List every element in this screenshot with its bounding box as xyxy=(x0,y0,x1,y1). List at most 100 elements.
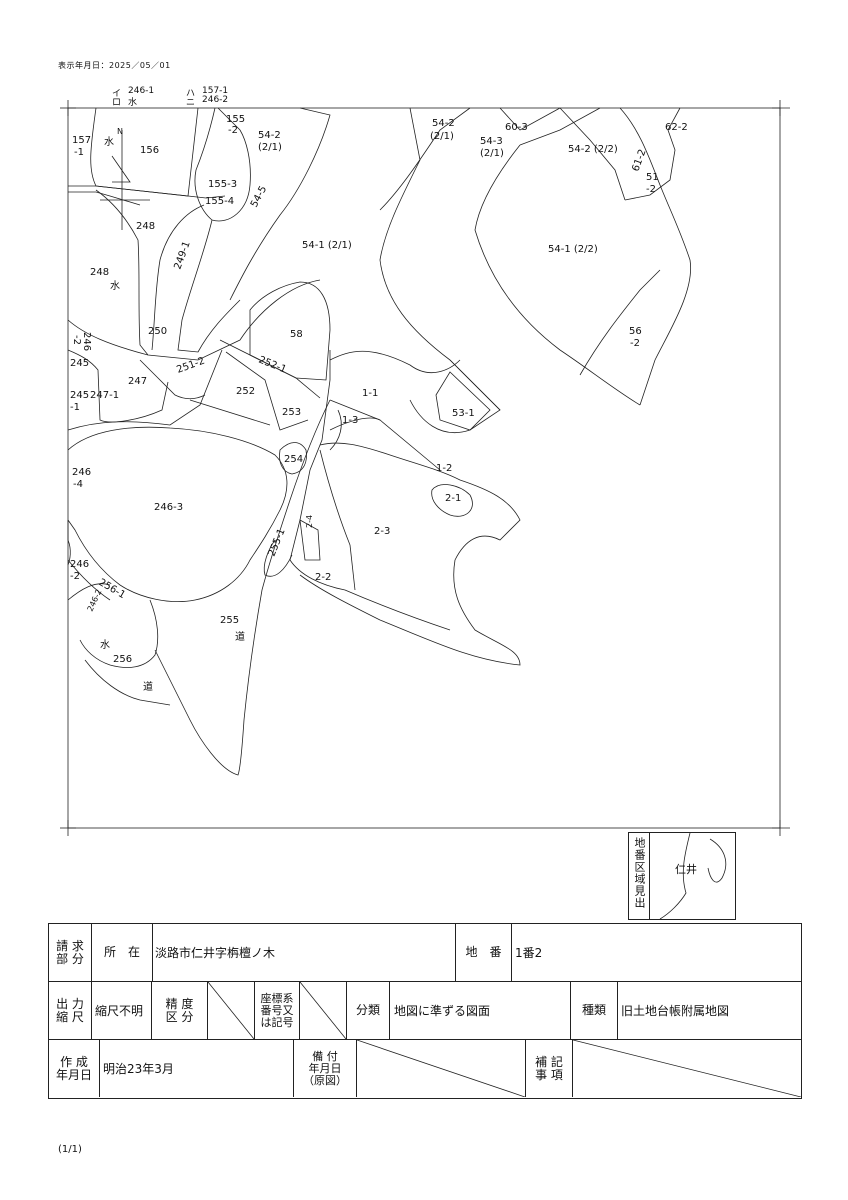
legend-value-1: 246-1 xyxy=(128,86,155,96)
parcel-water-2: 水 xyxy=(110,280,120,292)
legend-key-2: ハ xyxy=(186,89,196,99)
page-number: (1/1) xyxy=(58,1144,82,1155)
parcel-1-2: 1-2 xyxy=(436,463,452,474)
type-value: 旧土地台帳附属地図 xyxy=(621,1004,730,1018)
parcel-155: 155 xyxy=(226,114,245,125)
parcel-water-1: 水 xyxy=(104,136,114,148)
map-frame xyxy=(67,107,781,829)
parcel-155-4: 155-4 xyxy=(205,196,234,207)
parcel-51-sub: -2 xyxy=(646,184,656,195)
note-empty-cell xyxy=(573,1040,801,1097)
parcel-248b: 248 xyxy=(90,267,109,278)
parcel-1-1: 1-1 xyxy=(362,388,378,399)
parcel-62-2: 62-2 xyxy=(665,122,688,133)
parcel-2-2: 2-2 xyxy=(315,572,331,583)
type-label: 種類 xyxy=(571,982,618,1039)
parcel-252: 252 xyxy=(236,386,255,397)
parcel-245-1: 245 xyxy=(70,390,89,401)
category-value: 地図に準ずる図面 xyxy=(394,982,571,1039)
area-index-name: 仁井 xyxy=(675,863,697,876)
rot-2-4: 2-4 xyxy=(305,515,314,528)
legend-value-4: 246-2 xyxy=(202,95,229,105)
accuracy-empty-cell xyxy=(208,982,254,1039)
created-label: 作 成 年月日 xyxy=(49,1040,100,1097)
created-value: 明治23年3月 xyxy=(103,1040,294,1097)
legend-key-3: ロ xyxy=(112,98,122,108)
parcel-255: 255 xyxy=(220,615,239,626)
parcel-254: 254 xyxy=(284,454,303,465)
legend-value-2: 157-1 xyxy=(202,86,229,96)
parcel-253: 253 xyxy=(282,407,301,418)
coord-empty-cell xyxy=(300,982,346,1039)
rot-252-1: 252-1 xyxy=(257,355,288,376)
rot-54-5: 54-5 xyxy=(249,184,269,209)
lot-value: 1番2 xyxy=(515,946,543,960)
parcel-245-1-sub: -1 xyxy=(70,402,80,413)
legend-key-1: イ xyxy=(112,89,122,99)
parcel-246-4: 246 xyxy=(72,467,91,478)
parcel-54-2b-frac: (2/1) xyxy=(430,131,454,142)
location-value: 淡路市仁井字栴檀ノ木 xyxy=(155,924,456,981)
parcel-53-1: 53-1 xyxy=(452,408,475,419)
cadastral-map: 156 157 -1 水 155 -2 54-2 (2/1) 54-2 (2/1… xyxy=(60,100,790,836)
rot-246-sub: -2 xyxy=(71,335,82,345)
parcel-246-4-sub: -4 xyxy=(73,479,83,490)
parcel-156: 156 xyxy=(140,145,159,156)
category-label: 分類 xyxy=(347,982,390,1039)
parcel-road-1: 道 xyxy=(235,630,245,643)
parcel-155-3: 155-3 xyxy=(208,179,237,190)
rot-255-1: 255-1 xyxy=(267,527,288,558)
parcel-54-2b: 54-2 xyxy=(432,118,455,129)
parcel-54-3: 54-3 xyxy=(480,136,503,147)
parcel-246-3: 246-3 xyxy=(154,502,183,513)
parcel-2-1: 2-1 xyxy=(445,493,461,504)
parcel-256: 256 xyxy=(113,654,132,665)
parcel-1-3: 1-3 xyxy=(342,415,358,426)
parcel-245: 245 xyxy=(70,358,89,369)
attached-empty-cell xyxy=(357,1040,525,1097)
parcel-54-2c: 54-2 (2/2) xyxy=(568,144,618,155)
area-index-title: 地番区域見出 xyxy=(633,837,646,909)
parcel-155-sub: -2 xyxy=(228,125,238,136)
north-label: N xyxy=(117,127,123,136)
area-index-sketch xyxy=(659,833,727,919)
output-scale-label: 出 力 縮 尺 xyxy=(49,982,92,1039)
location-label: 所 在 xyxy=(92,924,153,981)
coord-label: 座標系 番号又 は記号 xyxy=(255,982,300,1039)
rot-61-2: 61-2 xyxy=(630,148,648,173)
output-scale-value: 縮尺不明 xyxy=(95,982,152,1039)
legend-key-4: ニ xyxy=(186,98,196,108)
parcel-250: 250 xyxy=(148,326,167,337)
parcel-60-3: 60-3 xyxy=(505,122,528,133)
parcel-road-2: 道 xyxy=(143,680,153,693)
rot-256-1: 256-1 xyxy=(97,577,128,601)
parcel-54-1a: 54-1 (2/1) xyxy=(302,240,352,251)
attached-label: 備 付 年月日 （原図） xyxy=(294,1040,357,1097)
area-index-box: 地番区域見出 仁井 xyxy=(628,832,736,920)
parcel-247-1: 247-1 xyxy=(90,390,119,401)
parcel-246-2-sub: -2 xyxy=(70,571,80,582)
rot-246-2: 246-2 xyxy=(86,588,104,613)
parcel-water-3: 水 xyxy=(100,639,110,651)
parcel-246-2: 246 xyxy=(70,559,89,570)
info-table: 請 求 部 分 所 在 淡路市仁井字栴檀ノ木 地 番 1番2 出 力 縮 尺 縮… xyxy=(48,923,802,1099)
parcel-54-2a-frac: (2/1) xyxy=(258,142,282,153)
parcel-247: 247 xyxy=(128,376,147,387)
parcel-157: 157 xyxy=(72,135,91,146)
parcel-2-3: 2-3 xyxy=(374,526,390,537)
parcel-56-sub: -2 xyxy=(630,338,640,349)
parcel-54-2a: 54-2 xyxy=(258,130,281,141)
requester-label: 請 求 部 分 xyxy=(49,924,92,981)
parcel-54-3-frac: (2/1) xyxy=(480,148,504,159)
rot-246: 246 xyxy=(81,332,92,351)
parcel-56: 56 xyxy=(629,326,642,337)
rot-249-1: 249-1 xyxy=(172,240,192,271)
display-date: 表示年月日：2025／05／01 xyxy=(58,61,171,70)
parcel-51: 51 xyxy=(646,172,659,183)
parcel-54-1b: 54-1 (2/2) xyxy=(548,244,598,255)
lot-label: 地 番 xyxy=(456,924,512,981)
note-label: 補 記 事 項 xyxy=(526,1040,573,1097)
parcel-248a: 248 xyxy=(136,221,155,232)
parcel-58: 58 xyxy=(290,329,303,340)
parcel-157-sub: -1 xyxy=(74,147,84,158)
